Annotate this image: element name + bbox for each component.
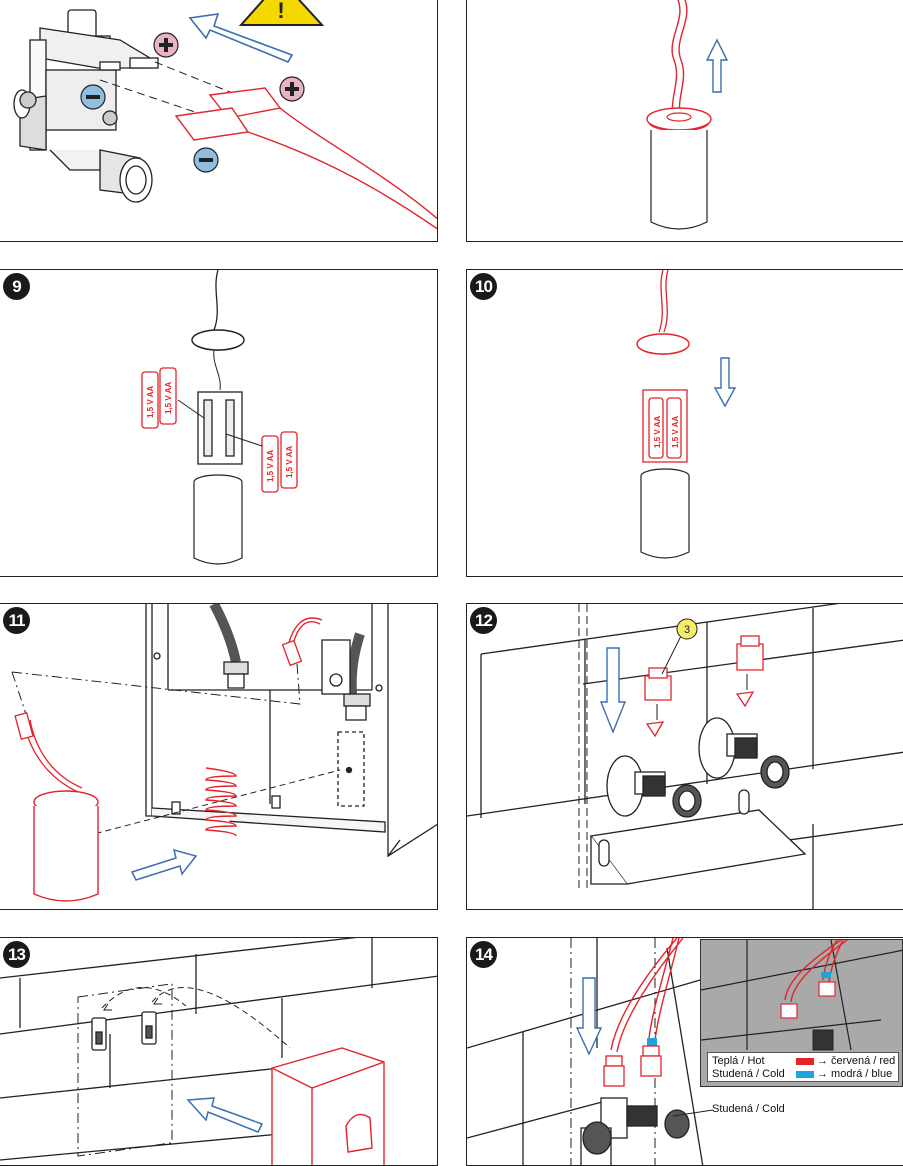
svg-text:1,5 V AA: 1,5 V AA (146, 386, 155, 418)
angle-valve (580, 1097, 690, 1165)
svg-text:1,5 V AA: 1,5 V AA (653, 416, 662, 448)
legend-blue-label: → modrá / blue (817, 1068, 893, 1080)
panel-step-11: 11 (0, 603, 438, 910)
angle-valve (606, 717, 790, 818)
faucet-housing (145, 604, 437, 858)
step-number-badge: 10 (470, 273, 497, 300)
step-number-badge: 13 (3, 941, 30, 968)
panel-step-13: 13 (0, 937, 438, 1166)
svg-text:1,5 V AA: 1,5 V AA (285, 446, 294, 478)
blue-direction-arrow (130, 848, 198, 881)
step-number-badge: 11 (3, 607, 30, 634)
battery-icon (141, 367, 298, 493)
svg-text:1,5 V AA: 1,5 V AA (266, 450, 275, 482)
red-fitting (644, 635, 764, 738)
legend-blue-row: → modrá / blue (796, 1067, 892, 1081)
legend-red-label: → červená / red (817, 1055, 896, 1067)
svg-text:1,5 V AA: 1,5 V AA (164, 382, 173, 414)
blue-direction-arrow (186, 1097, 264, 1133)
step-number-badge: 9 (3, 273, 30, 300)
color-legend: Teplá / Hot Studená / Cold → červená / r… (707, 1052, 899, 1082)
svg-text:!: ! (277, 0, 284, 23)
hot-cold-inset: Teplá / Hot Studená / Cold → červená / r… (700, 939, 903, 1087)
down-arrow-icon (599, 647, 627, 734)
minus-icon (193, 147, 219, 173)
panel-valve-wiring: ! (0, 0, 438, 242)
legend-hot-label: Teplá / Hot (712, 1055, 765, 1067)
legend-cold-label: Studená / Cold (712, 1068, 785, 1080)
step-number-badge: 12 (470, 607, 497, 634)
legend-red-row: → červená / red (796, 1054, 895, 1068)
callout-badge (676, 618, 698, 640)
plus-icon (279, 76, 305, 102)
minus-icon (80, 84, 106, 110)
red-fitting (603, 1045, 662, 1087)
up-arrow-icon (705, 38, 729, 93)
faucet-housing (271, 1047, 385, 1165)
red-connectors (174, 87, 437, 230)
blue-swatch (796, 1070, 814, 1078)
wall-hook (91, 1011, 157, 1051)
down-arrow-icon (713, 357, 737, 408)
panel-step-10: 10 1,5 V AA 1,5 V AA (466, 269, 903, 577)
blue-direction-arrow (188, 13, 294, 64)
plus-icon (153, 32, 179, 58)
battery-holder (642, 389, 688, 463)
panel-step-9: 9 1,5 V AA 1,5 V AA 1,5 V AA 1,5 V AA (0, 269, 438, 577)
panel-step-12: 12 (466, 603, 903, 910)
battery-holder (197, 391, 243, 465)
down-arrow-icon (575, 977, 603, 1056)
step-number-badge: 14 (470, 941, 497, 968)
red-swatch (796, 1057, 814, 1065)
svg-text:1,5 V AA: 1,5 V AA (671, 416, 680, 448)
cold-valve-label: Studená / Cold (712, 1103, 785, 1115)
panel-battery-cap-lift (466, 0, 903, 242)
coiled-wire (205, 767, 237, 837)
warning-triangle-icon (238, 0, 325, 26)
svg-text:3: 3 (684, 624, 690, 636)
mounting-bracket (589, 789, 807, 885)
